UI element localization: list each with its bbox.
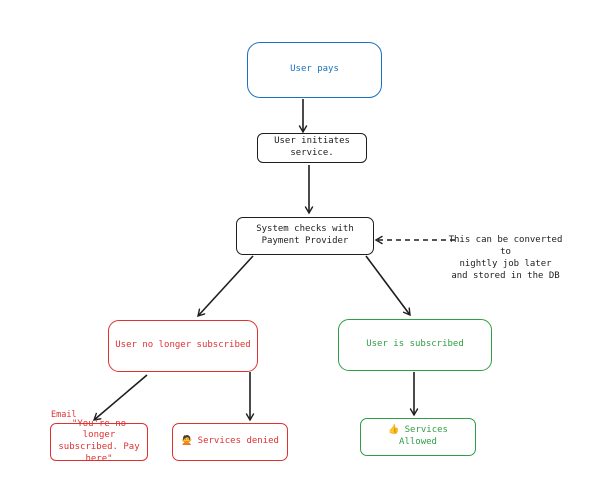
node-subscribed: User is subscribed bbox=[338, 319, 492, 371]
arrow-checks-to-subscribed bbox=[365, 255, 411, 317]
node-services-allowed-label: 👍 Services Allowed bbox=[388, 425, 448, 447]
node-user-pays-label: User pays bbox=[290, 64, 339, 75]
node-system-checks-label: System checks with Payment Provider bbox=[256, 224, 354, 246]
arrow-checks-to-not-subscribed bbox=[197, 255, 254, 318]
node-subscribed-label: User is subscribed bbox=[366, 339, 464, 350]
node-services-allowed: 👍 Services Allowed bbox=[360, 418, 476, 456]
node-user-pays: User pays bbox=[247, 42, 382, 98]
node-email-message-label: "You're no longer subscribed. Pay here" bbox=[58, 418, 140, 464]
node-services-denied-label: 🙅 Services denied bbox=[181, 436, 279, 447]
note-nightly-job: This can be converted to nightly job lat… bbox=[448, 235, 563, 282]
node-not-subscribed: User no longer subscribed bbox=[108, 320, 258, 372]
node-initiates-service-label: User initiates service. bbox=[274, 136, 350, 158]
node-initiates-service: User initiates service. bbox=[257, 133, 367, 163]
node-not-subscribed-label: User no longer subscribed bbox=[115, 340, 251, 351]
email-label: Email bbox=[51, 410, 77, 420]
node-services-denied: 🙅 Services denied bbox=[172, 423, 288, 461]
node-email-message: "You're no longer subscribed. Pay here" bbox=[50, 419, 148, 464]
arrow-not-subscribed-to-email bbox=[92, 374, 148, 421]
node-system-checks: System checks with Payment Provider bbox=[236, 217, 374, 255]
